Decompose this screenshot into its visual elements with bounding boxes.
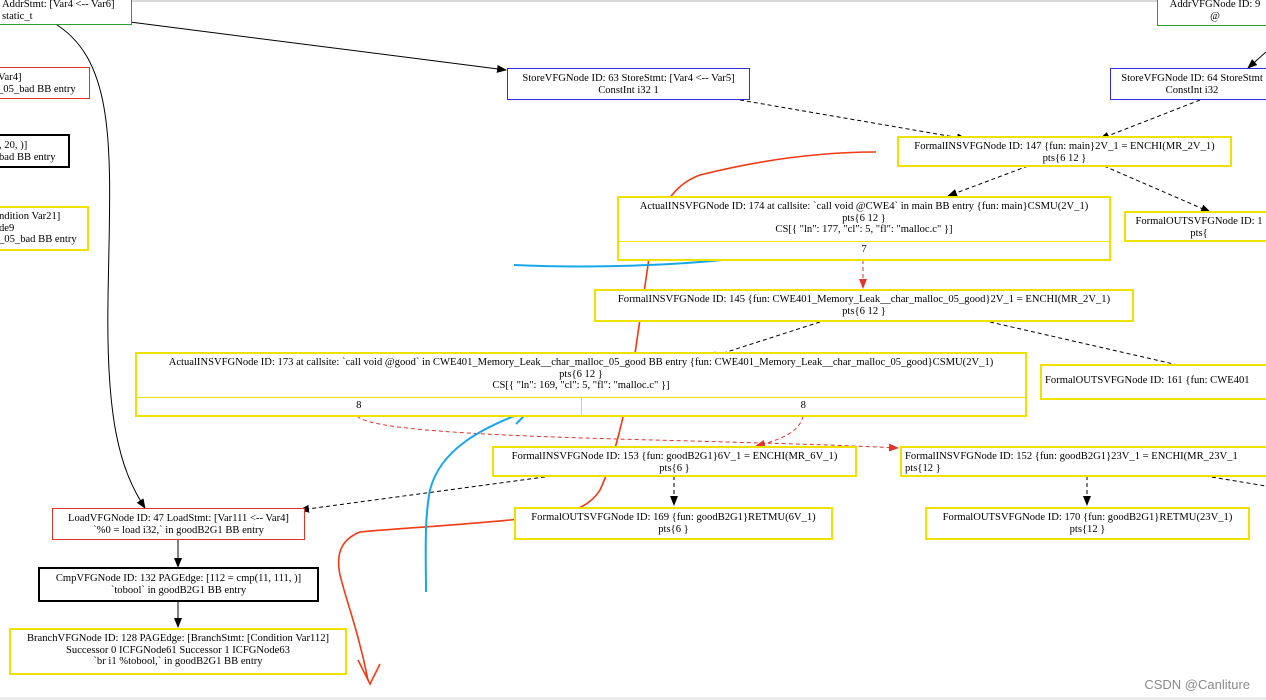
edge-formal147-to-actual174 [947,165,1029,197]
node-actual-in-173: ActualINSVFGNode ID: 173 at callsite: `c… [135,352,1027,417]
node-label-line: FormalINSVFGNode ID: 152 {fun: goodB2G1}… [905,451,1238,462]
node-addr-stmt-left: AddrStmt: [Var4 <-- Var6]static_t [0,0,132,25]
node-formal-in-145: FormalINSVFGNode ID: 145 {fun: CWE401_Me… [594,289,1134,322]
node-label-line: ndition Var21] [0,211,61,222]
node-label-line: ConstInt i32 [1165,84,1219,96]
edge-addr-to-load47 [51,21,146,509]
node-label-line: CmpVFGNode ID: 132 PAGEdge: [112 = cmp(1… [55,573,302,584]
node-formal-in-147: FormalINSVFGNode ID: 147 {fun: main}2V_1… [897,136,1232,167]
node-label-line: FormalINSVFGNode ID: 145 {fun: CWE401_Me… [617,294,1111,305]
node-port: 8 [580,398,1026,415]
node-label-line: de9 [0,222,15,234]
node-label-line: pts{6 12 } [559,368,603,380]
edge-addrvfg-to-store64 [1247,51,1266,69]
node-label-line: ConstInt i32 1 [598,84,659,96]
node-label-line: FormalOUTSVFGNode ID: 169 {fun: goodB2G1… [531,512,816,523]
edge-formal147-to-formalout-right [1103,165,1211,213]
node-label-line: , 20, )] [0,140,28,151]
node-left-black-partial: , 20, )]bad BB entry [0,134,70,168]
node-branch-128: BranchVFGNode ID: 128 PAGEdge: [BranchSt… [9,628,347,675]
node-label-line: ActualINSVFGNode ID: 173 at callsite: `c… [168,357,994,368]
node-formal-in-153: FormalINSVFGNode ID: 153 {fun: goodB2G1}… [492,446,857,477]
node-label-line: CS[{ "ln": 169, "cl": 5, "fl": "malloc.c… [492,380,670,391]
node-label-line: StoreVFGNode ID: 63 StoreStmt: [Var4 <--… [522,73,735,84]
node-cmp-132: CmpVFGNode ID: 132 PAGEdge: [112 = cmp(1… [38,567,319,602]
edge-actual173-to-formal153 [755,415,804,448]
edge-store64-to-formal147 [1099,99,1201,140]
edge-addr-to-store63 [129,21,507,73]
node-formal-out-169: FormalOUTSVFGNode ID: 169 {fun: goodB2G1… [514,507,833,540]
annotation-red-path [337,151,877,681]
node-left-yellow-partial: ndition Var21]de9_05_bad BB entry [0,206,89,251]
watermark: CSDN @Canliture [1144,677,1250,692]
node-label-line: LoadVFGNode ID: 47 LoadStmt: [Var111 <--… [68,513,289,524]
annotation-blue-curve [424,409,531,593]
node-formal-out-170: FormalOUTSVFGNode ID: 170 {fun: goodB2G1… [925,507,1250,540]
edge-formal153-to-load47 [299,475,553,513]
node-label-line: FormalOUTSVFGNode ID: 1 [1135,216,1263,227]
node-label-line: `%0 = load i32,` in goodB2G1 BB entry [93,524,264,536]
node-label-line: pts{6 12 } [842,212,886,224]
node-label-line: bad BB entry [0,151,56,163]
node-left-red-partial: Var4]_05_bad BB entry [0,67,90,99]
window-top-border [0,0,1266,2]
node-formal-out-161: FormalOUTSVFGNode ID: 161 {fun: CWE401 [1040,364,1266,400]
node-label-line: `br i1 %tobool,` in goodB2G1 BB entry [93,656,263,667]
node-port-row: 7 [619,241,1109,259]
node-port: 8 [356,400,362,411]
node-label-line: static_t [2,10,33,22]
node-label-line: pts{6 } [659,462,690,474]
node-label-line: FormalOUTSVFGNode ID: 170 {fun: goodB2G1… [942,512,1233,523]
window-bottom-border [0,697,1266,700]
node-port: 7 [861,244,867,255]
node-label-line: AddrStmt: [Var4 <-- Var6] [2,0,115,10]
node-label-line: CS[{ "ln": 177, "cl": 5, "fl": "malloc.c… [775,224,953,235]
node-store-63: StoreVFGNode ID: 63 StoreStmt: [Var4 <--… [507,68,750,100]
node-formal-in-152: FormalINSVFGNode ID: 152 {fun: goodB2G1}… [900,446,1266,477]
node-label-line: FormalOUTSVFGNode ID: 161 {fun: CWE401 [1045,375,1250,386]
node-label-line: Var4] [0,72,22,83]
node-label-line: pts{6 12 } [842,305,886,317]
node-label-line: AddrVFGNode ID: 9 [1169,0,1261,10]
node-label-line: _05_bad BB entry [0,234,77,245]
node-label-line: BranchVFGNode ID: 128 PAGEdge: [BranchSt… [26,633,330,644]
node-label-line: pts{6 12 } [1042,152,1087,164]
node-label-line: pts{12 } [905,462,941,474]
edge-actual173-to-formal152 [356,415,899,452]
annotation-red-arrowhead [357,659,381,686]
node-load-47: LoadVFGNode ID: 47 LoadStmt: [Var111 <--… [52,508,305,540]
edge-store63-to-formal147 [739,99,967,142]
node-label-line: `tobool` in goodB2G1 BB entry [110,584,247,596]
node-label-line: pts{6 } [658,523,689,535]
node-label-line: pts{12 } [1069,523,1106,535]
node-label-line: StoreVFGNode ID: 64 StoreStmt [1121,73,1263,84]
node-label-line: FormalINSVFGNode ID: 153 {fun: goodB2G1}… [511,451,838,462]
node-addr-vfg-right: AddrVFGNode ID: 9@ [1157,0,1266,26]
node-label-line: _05_bad BB entry [0,83,76,95]
node-actual-in-174: ActualINSVFGNode ID: 174 at callsite: `c… [617,196,1111,261]
node-label-line: ActualINSVFGNode ID: 174 at callsite: `c… [639,201,1089,212]
node-label-line: FormalINSVFGNode ID: 147 {fun: main}2V_1… [914,141,1215,152]
edge-formal152-offscreen [1204,475,1266,487]
node-label-line: Successor 0 ICFGNode61 Successor 1 ICFGN… [66,644,290,656]
node-label-line: @ [1210,10,1220,22]
edge-formal145-to-formalout161 [989,321,1201,372]
node-label-line: pts{ [1190,227,1208,239]
